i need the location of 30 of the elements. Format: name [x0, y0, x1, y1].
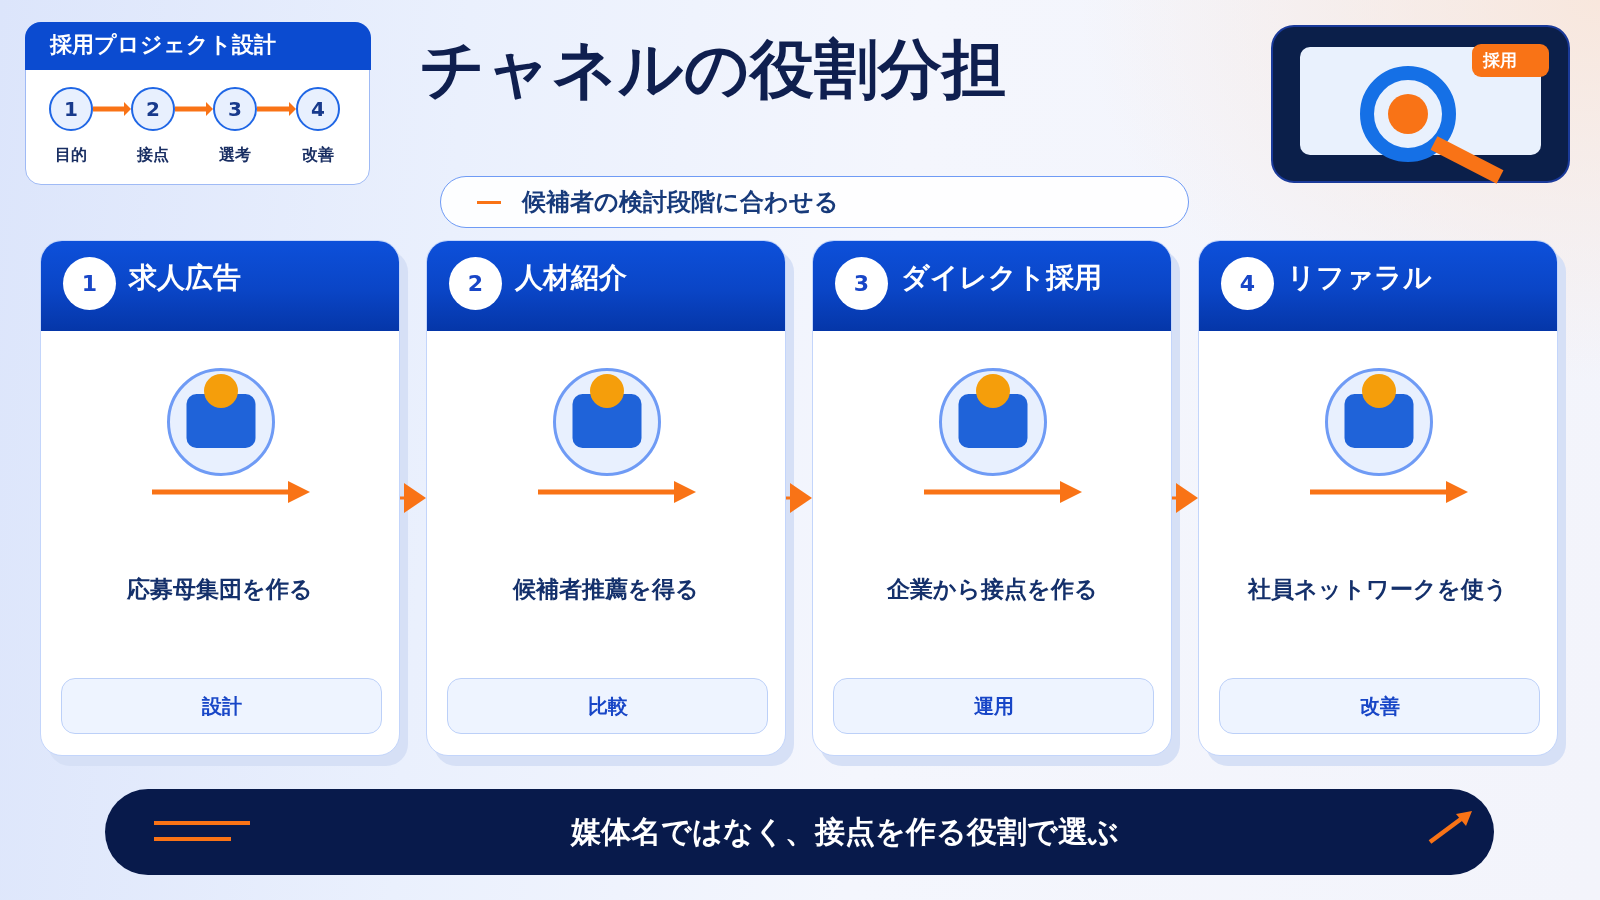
conclusion-text: 媒体名ではなく、接点を作る役割で選ぶ — [570, 814, 1119, 850]
step-number: 3 — [228, 99, 242, 119]
arrow — [93, 105, 131, 113]
arrow — [257, 105, 296, 113]
step-number: 1 — [64, 99, 78, 119]
banner-text: 候補者の検討段階に合わせる — [522, 187, 839, 217]
arrow — [175, 105, 213, 113]
card-description: 応募母集団を作る — [127, 575, 313, 604]
step-number: 4 — [311, 99, 325, 119]
card-title: 人材紹介 — [515, 261, 627, 295]
summary-panel — [25, 22, 370, 185]
card-title: リファラル — [1287, 261, 1432, 295]
step-label: 改善 — [302, 145, 334, 165]
page-title: チャネルの役割分担 — [420, 36, 1006, 104]
panel-title: 採用プロジェクト設計 — [49, 32, 276, 59]
card-title: 求人広告 — [129, 261, 241, 295]
step-label: 目的 — [55, 145, 87, 165]
step-label: 接点 — [137, 145, 169, 165]
tag-label: 採用 — [1472, 44, 1549, 77]
card-title: ダイレクト採用 — [901, 261, 1102, 295]
message-banner — [440, 176, 1189, 228]
step-number: 2 — [146, 99, 160, 119]
phase-tag: 運用 — [833, 678, 1154, 734]
phase-tag: 改善 — [1219, 678, 1540, 734]
phase-tag: 比較 — [447, 678, 768, 734]
phase-tag: 設計 — [61, 678, 382, 734]
card-description: 企業から接点を作る — [886, 575, 1098, 604]
card-description: 社員ネットワークを使う — [1248, 575, 1508, 604]
card-description: 候補者推薦を得る — [513, 575, 699, 604]
step-label: 選考 — [219, 145, 251, 165]
